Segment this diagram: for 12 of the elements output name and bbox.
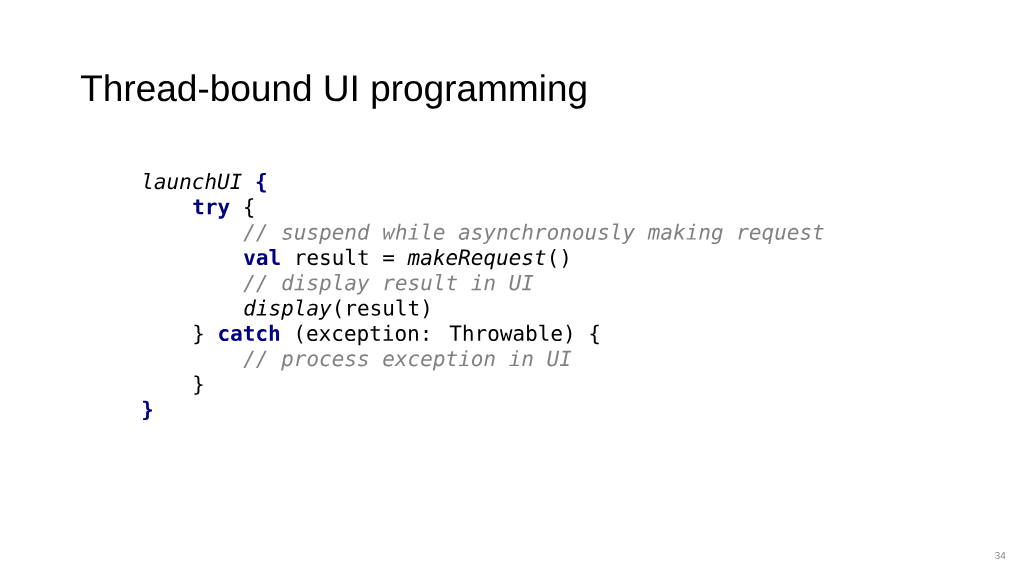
- slide-title: Thread-bound UI programming: [81, 74, 586, 109]
- code-line: val result = makeRequest(): [244, 248, 568, 270]
- page-number: 34: [995, 552, 1006, 560]
- code-comment: // process exception in UI: [243, 350, 572, 371]
- code-line: }: [194, 375, 203, 395]
- code-comment: // display result in UI: [243, 274, 534, 295]
- code-line: }: [143, 400, 153, 421]
- code-line: launchUI {: [144, 172, 266, 193]
- code-line: display(result): [244, 299, 429, 320]
- code-line: try {: [193, 198, 254, 219]
- code-line: } catch (exception: Throwable) {: [194, 324, 599, 346]
- code-comment: // suspend while asynchronously making request: [243, 223, 824, 245]
